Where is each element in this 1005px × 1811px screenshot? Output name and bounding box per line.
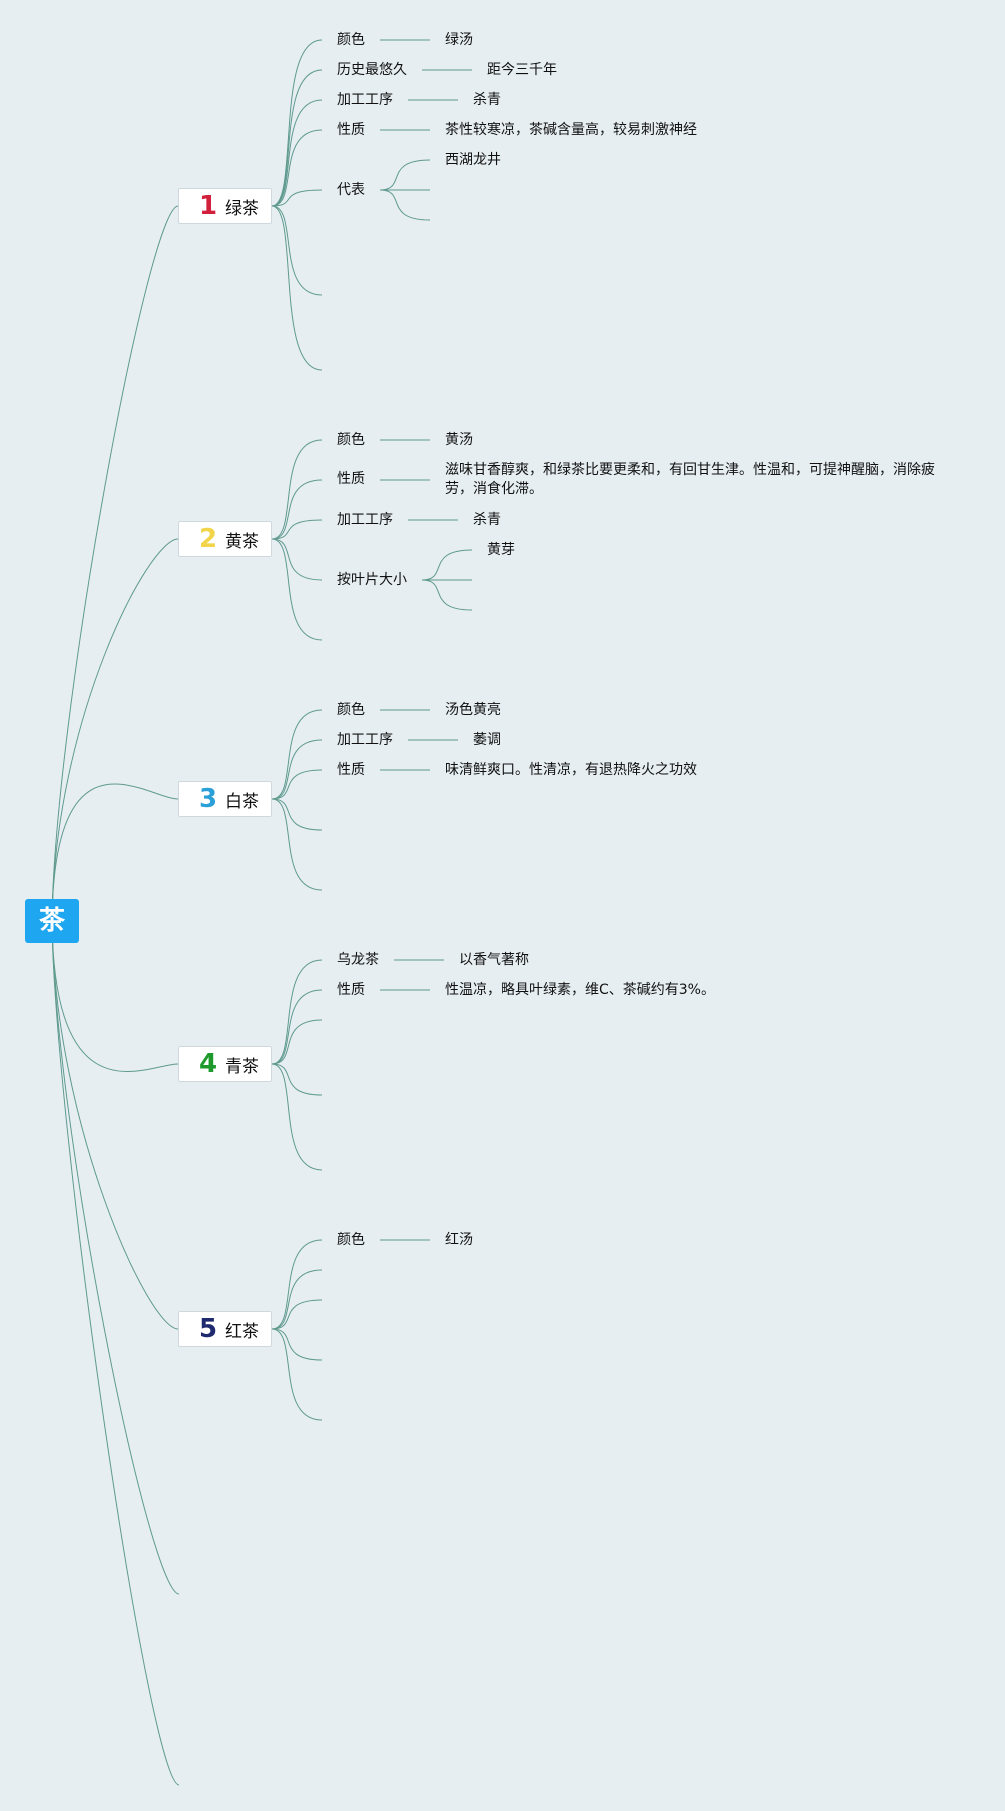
branch-label-3: 白茶 — [225, 791, 259, 812]
branch-node-1[interactable]: 1 绿茶 — [178, 188, 272, 224]
leaf-value[interactable]: 黄芽 — [487, 542, 515, 558]
leaf-value[interactable]: 西湖龙井 — [445, 152, 501, 168]
leaf-value[interactable]: 杀青 — [473, 512, 501, 528]
leaf-key[interactable]: 加工工序 — [337, 512, 393, 528]
leaf-key[interactable]: 代表 — [337, 182, 365, 198]
branch-node-2[interactable]: 2 黄茶 — [178, 521, 272, 557]
leaf-value[interactable]: 黄汤 — [445, 432, 473, 448]
leaf-key[interactable]: 性质 — [337, 471, 365, 487]
branch-node-5[interactable]: 5 红茶 — [178, 1311, 272, 1347]
leaf-key[interactable]: 加工工序 — [337, 732, 393, 748]
leaf-key[interactable]: 加工工序 — [337, 92, 393, 108]
branch-label-2: 黄茶 — [225, 531, 259, 552]
branch-label-1: 绿茶 — [225, 198, 259, 219]
leaf-key[interactable]: 颜色 — [337, 432, 365, 448]
leaf-value[interactable]: 滋味甘香醇爽，和绿茶比要更柔和，有回甘生津。性温和，可提神醒脑，消除疲劳，消食化… — [445, 462, 935, 497]
leaf-value[interactable]: 绿汤 — [445, 32, 473, 48]
leaf-key[interactable]: 性质 — [337, 762, 365, 778]
leaf-key[interactable]: 按叶片大小 — [337, 572, 407, 588]
root-node[interactable]: 茶 — [25, 899, 79, 943]
branch-number-1: 1 — [198, 191, 218, 221]
leaf-value[interactable]: 茶性较寒凉，茶碱含量高，较易刺激神经 — [445, 122, 697, 138]
leaf-key[interactable]: 乌龙茶 — [337, 952, 379, 968]
leaf-key[interactable]: 历史最悠久 — [337, 62, 407, 78]
leaf-value[interactable]: 味清鲜爽口。性清凉，有退热降火之功效 — [445, 762, 697, 778]
branch-node-4[interactable]: 4 青茶 — [178, 1046, 272, 1082]
leaf-key[interactable]: 颜色 — [337, 32, 365, 48]
leaf-value[interactable]: 萎调 — [473, 732, 501, 748]
branch-number-4: 4 — [198, 1049, 218, 1079]
leaf-key[interactable]: 性质 — [337, 982, 365, 998]
branch-number-5: 5 — [198, 1314, 218, 1344]
leaf-key[interactable]: 性质 — [337, 122, 365, 138]
branch-label-4: 青茶 — [225, 1056, 259, 1077]
leaf-value[interactable]: 性温凉，略具叶绿素，维C、茶碱约有3%。 — [445, 982, 715, 998]
leaf-key[interactable]: 颜色 — [337, 1232, 365, 1248]
leaf-value[interactable]: 以香气著称 — [459, 952, 529, 968]
branch-label-5: 红茶 — [225, 1321, 259, 1342]
branch-number-2: 2 — [198, 524, 218, 554]
branch-number-3: 3 — [198, 784, 218, 814]
leaf-value[interactable]: 杀青 — [473, 92, 501, 108]
leaf-value[interactable]: 距今三千年 — [487, 62, 557, 78]
leaf-key[interactable]: 颜色 — [337, 702, 365, 718]
branch-node-3[interactable]: 3 白茶 — [178, 781, 272, 817]
leaf-value[interactable]: 红汤 — [445, 1232, 473, 1248]
leaf-value[interactable]: 汤色黄亮 — [445, 702, 501, 718]
